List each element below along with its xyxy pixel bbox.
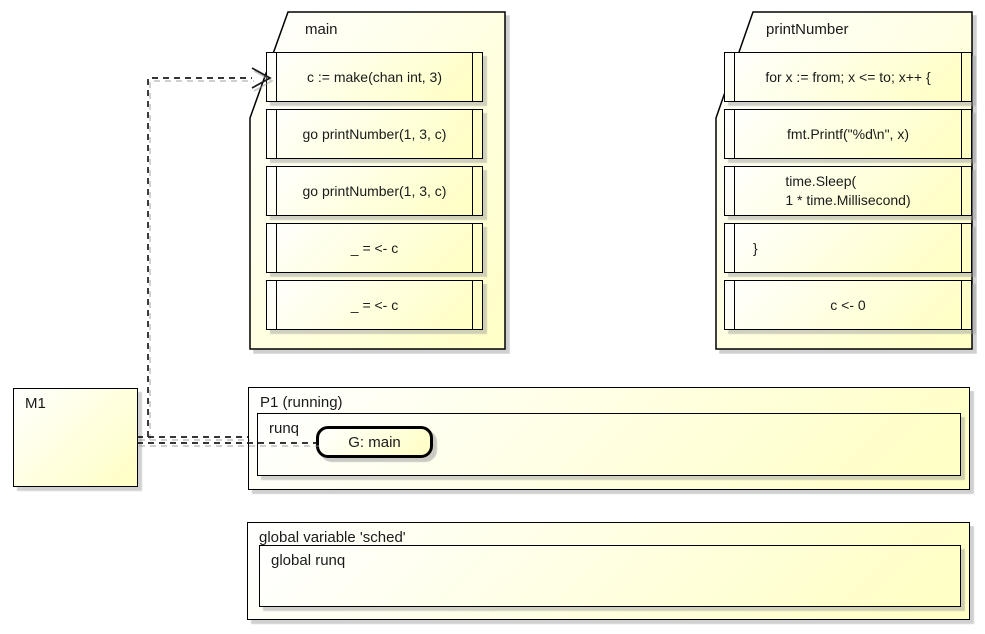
- row-strip-line: [472, 167, 473, 215]
- statement-text: time.Sleep( 1 * time.Millisecond): [785, 173, 911, 208]
- row-strip-line: [472, 224, 473, 272]
- main-row-3: go printNumber(1, 3, c): [266, 166, 483, 216]
- row-strip-line: [276, 224, 277, 272]
- row-strip-line: [276, 281, 277, 329]
- row-strip-line: [472, 281, 473, 329]
- main-row-2: go printNumber(1, 3, c): [266, 109, 483, 159]
- row-strip-line: [734, 53, 735, 101]
- goroutine-box-g-main: G: main: [316, 426, 433, 458]
- main-row-1: c := make(chan int, 3): [266, 52, 483, 102]
- main-note-title: main: [305, 21, 338, 38]
- row-strip-line: [961, 167, 962, 215]
- row-strip-line: [276, 167, 277, 215]
- global-runq-box: global runq: [259, 545, 961, 607]
- printnumber-row-3: time.Sleep( 1 * time.Millisecond): [724, 166, 972, 216]
- statement-text: for x := from; x <= to; x++ {: [765, 69, 931, 85]
- statement-text: c <- 0: [830, 297, 866, 313]
- connector-m1-to-main-statement: [137, 77, 252, 438]
- processor-title: P1 (running): [260, 394, 343, 411]
- sched-title: global variable 'sched': [259, 529, 406, 546]
- row-strip-line: [276, 53, 277, 101]
- sched-box: global variable 'sched' global runq: [247, 522, 970, 620]
- runq-box: runq G: main: [257, 413, 961, 476]
- row-strip-line: [734, 281, 735, 329]
- row-strip-line: [961, 110, 962, 158]
- row-strip-line: [961, 224, 962, 272]
- row-strip-line: [472, 110, 473, 158]
- statement-text: _ = <- c: [350, 297, 399, 313]
- printnumber-row-2: fmt.Printf("%d\n", x): [724, 109, 972, 159]
- statement-text: }: [753, 240, 758, 256]
- machine-box-m1: M1: [13, 388, 138, 487]
- row-strip-line: [734, 224, 735, 272]
- statement-text: go printNumber(1, 3, c): [302, 126, 447, 142]
- row-strip-line: [276, 110, 277, 158]
- printnumber-note-title: printNumber: [766, 21, 849, 38]
- statement-text: _ = <- c: [350, 240, 399, 256]
- runq-label: runq: [269, 420, 300, 437]
- row-strip-line: [472, 53, 473, 101]
- machine-label: M1: [25, 395, 46, 412]
- main-row-4: _ = <- c: [266, 223, 483, 273]
- row-strip-line: [961, 53, 962, 101]
- global-runq-label: global runq: [271, 552, 346, 569]
- main-row-5: _ = <- c: [266, 280, 483, 330]
- processor-box-p1: P1 (running) runq G: main: [248, 387, 970, 490]
- row-strip-line: [734, 167, 735, 215]
- statement-text: c := make(chan int, 3): [306, 69, 442, 85]
- statement-text: fmt.Printf("%d\n", x): [787, 126, 909, 142]
- printnumber-row-5: c <- 0: [724, 280, 972, 330]
- goroutine-label: G: main: [348, 433, 401, 451]
- row-strip-line: [961, 281, 962, 329]
- printnumber-row-1: for x := from; x <= to; x++ {: [724, 52, 972, 102]
- printnumber-row-4: }: [724, 223, 972, 273]
- row-strip-line: [734, 110, 735, 158]
- statement-text: go printNumber(1, 3, c): [302, 183, 447, 199]
